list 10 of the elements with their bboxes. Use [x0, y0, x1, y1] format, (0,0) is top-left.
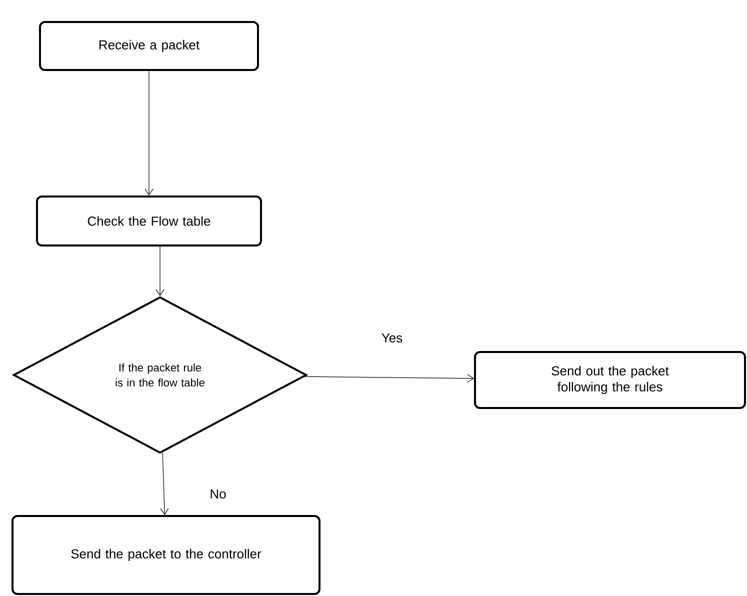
- arrow: [304, 374, 474, 383]
- process-box: Send the packet to the controller: [12, 515, 320, 595]
- arrow: [156, 246, 164, 296]
- process-box: Receive a packet: [39, 21, 259, 71]
- edge-label: No: [208, 488, 228, 500]
- arrow: [160, 452, 169, 515]
- process-box: Send out the packet following the rules: [474, 351, 746, 409]
- arrow: [144, 70, 154, 196]
- process-box: Check the Flow table: [36, 196, 262, 246]
- edge-label: Yes: [380, 332, 404, 344]
